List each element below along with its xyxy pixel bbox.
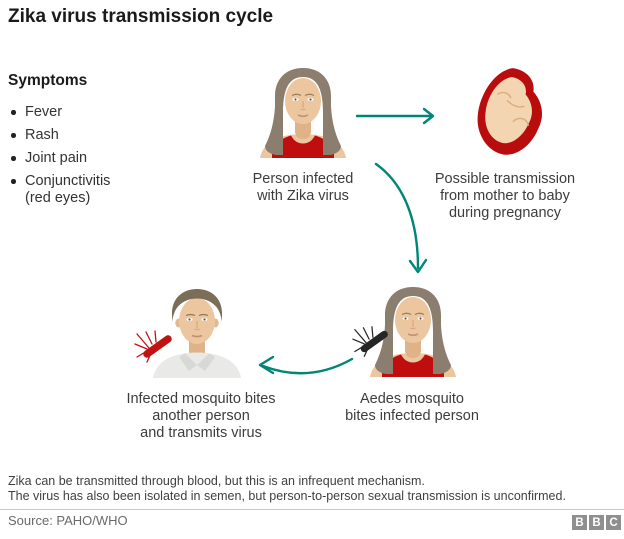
footnotes: Zika can be transmitted through blood, b… [8,474,618,504]
bbc-logo-block-b2: B [589,515,604,530]
bitten-woman-icon [358,287,468,377]
source-credit: Source: PAHO/WHO [8,513,128,528]
footer-divider [0,509,624,510]
woman-figure-icon [260,68,346,158]
label-person-infected: Person infected with Zika virus [252,171,354,204]
man-figure-icon [153,289,241,378]
label-another-person: Infected mosquito bites another person a… [126,391,276,441]
label-mother-to-baby: Possible transmission from mother to bab… [434,171,576,221]
symptom-item-fever: Fever [8,104,168,121]
footnote-semen: The virus has also been isolated in seme… [8,489,566,503]
arrow-curved-left-icon [258,355,354,375]
fetus-icon [477,68,543,155]
footnote-blood: Zika can be transmitted through blood, b… [8,474,425,488]
black-mosquito-icon [352,325,390,359]
bbc-logo-block-c: C [606,515,621,530]
page-title: Zika virus transmission cycle [8,6,274,27]
arrow-right-icon [355,107,435,125]
red-mosquito-icon [134,329,174,365]
woman-figure-icon [370,287,456,377]
symptom-item-rash: Rash [8,127,168,144]
symptom-item-joint-pain: Joint pain [8,150,168,167]
bitten-man-icon [142,288,252,378]
infected-woman-icon [248,68,358,158]
symptoms-list: Fever Rash Joint pain Conjunctivitis (re… [8,104,168,213]
bbc-logo: B B C [572,515,621,530]
fetus-in-womb-icon [470,66,548,162]
label-aedes-mosquito: Aedes mosquito bites infected person [345,391,479,424]
bbc-logo-block-b1: B [572,515,587,530]
symptoms-heading: Symptoms [8,72,88,89]
symptom-item-conjunctivitis: Conjunctivitis (red eyes) [8,173,168,207]
